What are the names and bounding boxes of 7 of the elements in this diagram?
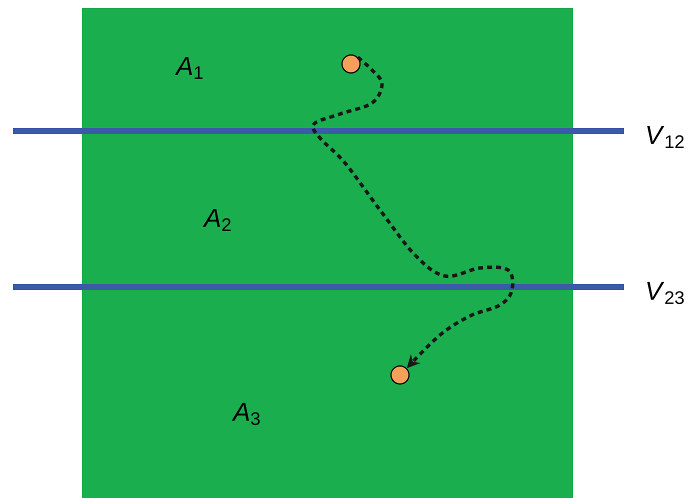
line-label: V$_{23}$ [647, 282, 684, 304]
region-label: A$_{3}$ [232, 402, 260, 426]
region-label: A$_{2}$ [202, 208, 231, 231]
line-label: V$_{12}$ [647, 126, 684, 148]
point-marker [390, 365, 410, 385]
point-marker [341, 54, 361, 74]
region-label: A$_{1}$ [174, 57, 203, 79]
